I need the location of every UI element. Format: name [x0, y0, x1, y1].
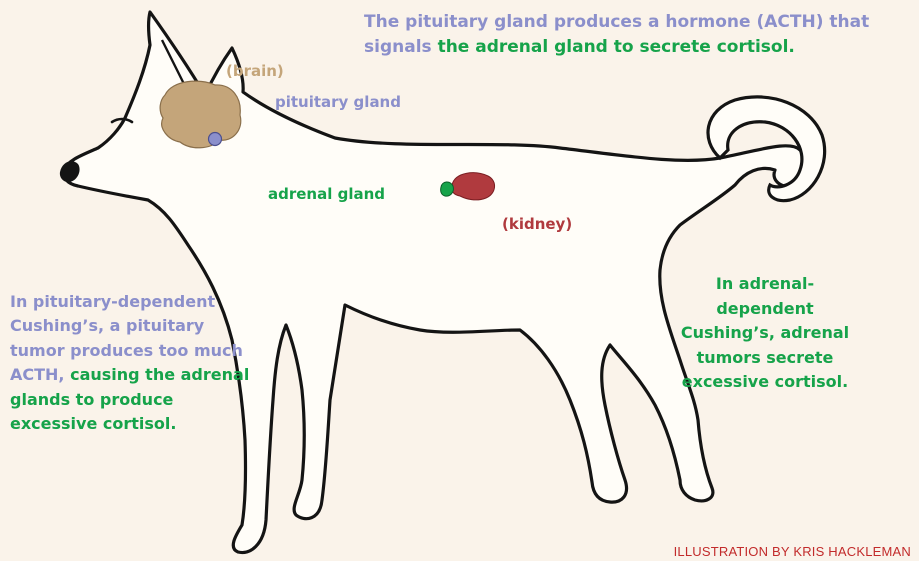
- pituitary-dependent-caption: In pituitary-dependent Cushing’s, a pitu…: [10, 290, 250, 436]
- adrenal-label: adrenal gland: [268, 185, 385, 203]
- pituitary-dot: [209, 133, 222, 146]
- brain-label: (brain): [226, 62, 284, 80]
- pituitary-label: pituitary gland: [275, 93, 401, 111]
- illustration-credit: ILLUSTRATION BY KRIS HACKLEMAN: [674, 544, 911, 559]
- kidney-shape: [452, 173, 495, 200]
- brain-shape: [160, 81, 241, 148]
- adrenal-dependent-caption: In adrenal-dependent Cushing’s, adrenal …: [680, 272, 850, 395]
- top-caption: The pituitary gland produces a hormone (…: [364, 10, 904, 60]
- kidney-label: (kidney): [502, 215, 572, 233]
- adrenal-shape: [441, 182, 454, 196]
- top-caption-part-2: the adrenal gland to secrete cortisol.: [438, 37, 795, 57]
